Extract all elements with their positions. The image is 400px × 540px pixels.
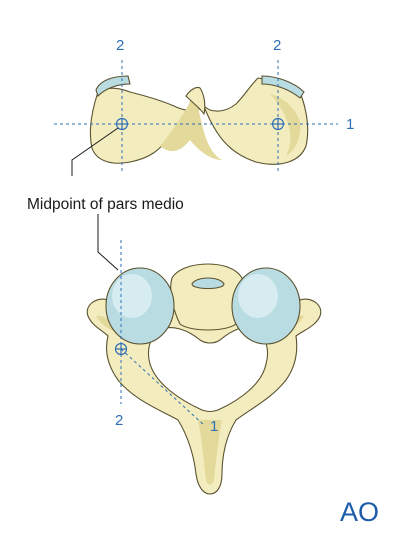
right-facet-cap [261,75,305,99]
posterior-view-spinous [185,86,206,115]
top-right-axis-label: 2 [273,37,281,54]
posterior-view-guides [54,60,338,172]
bottom-oblique-axis-line [120,348,206,427]
bottom-oblique-axis-label: 1 [210,418,218,435]
callout-label: Midpoint of pars medio [27,196,184,213]
left-articular-facet-highlight [112,274,152,318]
bottom-vertical-axis-label: 2 [115,412,123,429]
superior-view-vertebra [86,263,322,495]
right-articular-facet-highlight [238,274,278,318]
top-horizontal-axis-label: 1 [346,116,354,133]
spinous-process-shading [198,420,222,485]
posterior-view-vertebra [89,75,309,165]
top-left-axis-label: 2 [116,37,124,54]
ao-logo: AO [340,497,379,527]
vertebral-body-top-surface [191,277,225,290]
posterior-view-shading [160,92,222,160]
vertebral-foramen [147,327,269,413]
callout-pointer-bottom [97,214,119,271]
superior-view-guides [114,240,206,427]
posterior-view-shading-right [270,94,301,156]
callout-pointer-top [71,127,119,176]
